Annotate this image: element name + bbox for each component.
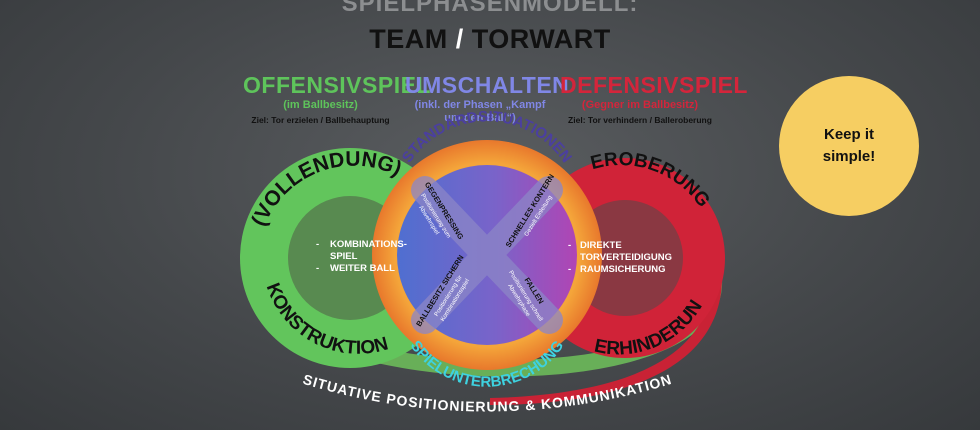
keep-it-simple-badge: Keep it simple! [779,76,919,216]
defensiv-heading: DEFENSIVSPIEL [560,72,748,98]
title-team: TEAM [369,24,448,54]
offensiv-goal: Ziel: Tor erzielen / Ballbehauptung [251,115,390,125]
right-ring-items: - DIREKTE TORVERTEIDIGUNG - RAUMSICHERUN… [568,240,672,275]
page-title: TEAM / TORWART [0,24,980,55]
title-torwart: TORWART [471,24,611,54]
column-umschalten: UMSCHALTEN (inkl. der Phasen „Kampf um d… [405,72,570,125]
left-item-2: SPIEL [330,251,358,262]
offensiv-sub: (im Ballbesitz) [283,99,358,111]
umschalten-sub2: um den Ball“) [444,112,516,124]
right-item-2: TORVERTEIDIGUNG [580,252,672,263]
right-bullet-1: - [568,240,571,251]
center-cross [411,176,563,334]
left-bullet-2: - [316,263,319,274]
defensiv-sub: (Gegner im Ballbesitz) [581,99,699,111]
umschalten-heading: UMSCHALTEN [405,72,570,98]
column-defensivspiel: DEFENSIVSPIEL (Gegner im Ballbesitz) Zie… [560,72,748,125]
left-item-1: KOMBINATIONS- [330,239,407,250]
title-top: SPIELPHASENMODELL: [341,0,639,17]
left-bullet-1: - [316,239,319,250]
umschalten-sub1: (inkl. der Phasen „Kampf [414,99,546,111]
right-item-3: RAUMSICHERUNG [580,264,666,275]
badge-line-1: Keep it [823,126,874,143]
badge-line-2: simple! [822,148,876,165]
right-bullet-2: - [568,264,571,275]
title-slash: / [455,24,464,54]
right-item-1: DIREKTE [580,240,622,251]
left-ring-items: - KOMBINATIONS- SPIEL - WEITER BALL [316,239,407,274]
left-item-3: WEITER BALL [330,263,395,274]
defensiv-goal: Ziel: Tor verhindern / Balleroberung [568,115,712,125]
